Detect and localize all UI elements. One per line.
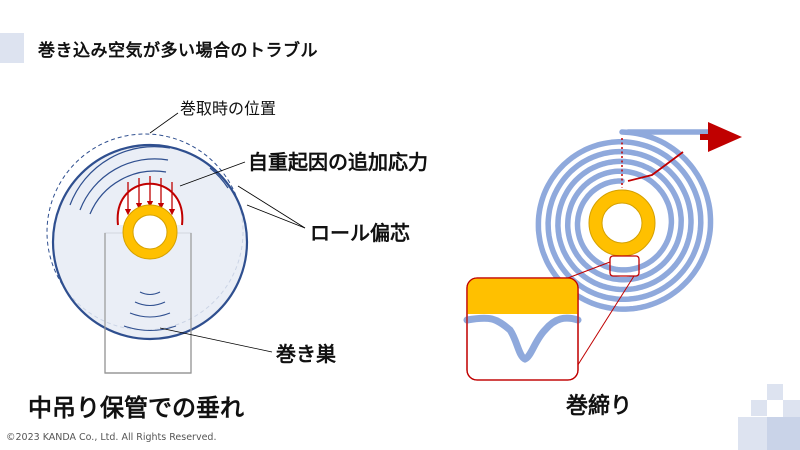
title-accent-bar [0, 33, 24, 63]
label-winding-position: 巻取時の位置 [180, 99, 277, 118]
zoom-line-2 [568, 275, 635, 380]
film-spiral [535, 129, 714, 312]
detail-zoom-box [463, 277, 582, 381]
caption-tight-winding: 巻締り [566, 394, 633, 419]
copyright-notice: ©2023 KANDA Co., Ltd. All Rights Reserve… [6, 432, 217, 443]
support-stand-inner [104, 233, 192, 373]
air-nest-arcs [123, 291, 177, 332]
decorative-squares [738, 384, 800, 450]
film-wrinkle [463, 314, 582, 363]
left-diagram [46, 112, 306, 374]
zoom-source-box [609, 255, 640, 277]
caption-sagging: 中吊り保管での垂れ [28, 394, 244, 422]
slide-title: 巻き込み空気が多い場合のトラブル [38, 41, 318, 61]
roll-core-hole [132, 214, 168, 250]
right-diagram [463, 122, 742, 381]
layer-arcs-upper [69, 146, 229, 215]
stress-arrows [124, 176, 176, 216]
leader-lines-left [149, 112, 306, 353]
label-roll-eccentricity: ロール偏芯 [310, 221, 410, 245]
tightening-red-line [627, 151, 684, 182]
label-self-weight-stress: 自重起因の追加応力 [248, 150, 428, 174]
label-air-nest: 巻き巣 [276, 342, 336, 366]
pull-arrow-icon [708, 122, 742, 152]
right-roll-core-hole [601, 202, 643, 244]
